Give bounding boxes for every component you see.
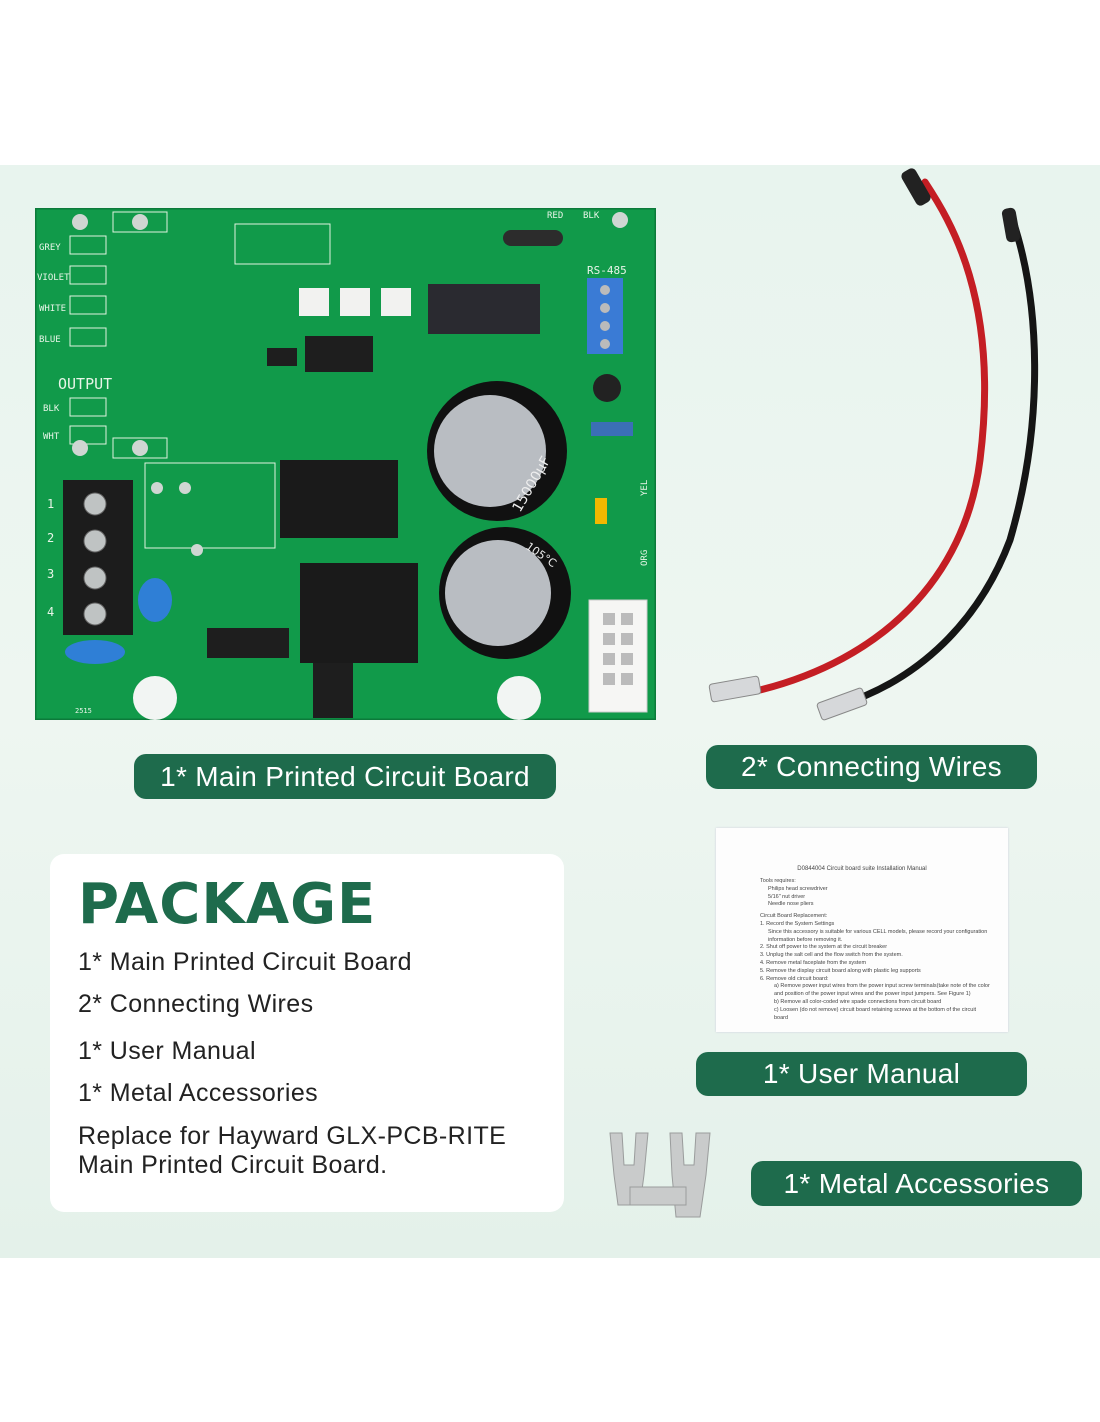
silk-terminal-4: 4 (47, 605, 54, 619)
manual-tools-heading: Tools requires: (760, 878, 796, 884)
metal-accessories-image (609, 1132, 711, 1218)
connecting-wires-image (708, 168, 1039, 721)
label-main-board: 1* Main Printed Circuit Board (134, 754, 556, 799)
silk-wht: WHT (43, 432, 60, 442)
manual-step: 1. Record the System Settings (760, 920, 835, 927)
silk-terminal-3: 3 (47, 567, 54, 581)
manual-replace-heading: Circuit Board Replacement: (760, 913, 828, 920)
relay (280, 460, 398, 538)
silk-blue: BLUE (39, 335, 61, 345)
label-user-manual: 1* User Manual (696, 1052, 1027, 1096)
silk-rs485: RS-485 (587, 264, 627, 277)
relay (428, 284, 540, 334)
silk-terminal-2: 2 (47, 531, 54, 545)
package-item: 1* User Manual (78, 1037, 256, 1065)
package-item: 1* Main Printed Circuit Board (78, 948, 412, 976)
label-connecting-wires: 2* Connecting Wires (706, 745, 1037, 789)
silk-violet: VIOLET (37, 273, 70, 283)
molex-connector (588, 599, 648, 713)
silk-code: 2515 (75, 707, 92, 715)
silk-output: OUTPUT (58, 375, 112, 393)
package-title: PACKAGE (78, 872, 377, 937)
circuit-board-image: GREY VIOLET WHITE BLUE OUTPUT BLK WHT RE… (35, 208, 656, 720)
manual-title: D0844004 Circuit board suite Installatio… (797, 866, 927, 872)
manual-tool: 5/16" nut driver (768, 893, 806, 900)
silk-org: ORG (640, 550, 650, 566)
manual-step: c) Loosen (do not remove) circuit board … (774, 1006, 977, 1021)
package-card: PACKAGE 1* Main Printed Circuit Board 2*… (50, 854, 564, 1212)
silk-red: RED (547, 211, 563, 221)
package-item: 1* Metal Accessories (78, 1079, 319, 1107)
silk-white: WHITE (39, 304, 66, 314)
silk-terminal-1: 1 (47, 497, 54, 511)
manual-step: 2. Shut off power to the system at the c… (760, 944, 888, 951)
relay (300, 563, 418, 663)
silk-yel: YEL (640, 480, 650, 496)
manual-tool: Philips head screwdriver (768, 885, 828, 892)
label-metal-accessories: 1* Metal Accessories (751, 1161, 1082, 1206)
manual-step: Since this accessory is suitable for var… (768, 928, 988, 943)
package-item: 2* Connecting Wires (78, 990, 314, 1018)
silk-grey: GREY (39, 243, 61, 253)
user-manual-image: D0844004 Circuit board suite Installatio… (716, 828, 1008, 1032)
silk-blk: BLK (43, 404, 60, 414)
manual-step: 3. Unplug the salt cell and the flow swi… (760, 952, 903, 959)
manual-step: 4. Remove metal faceplate from the syste… (760, 959, 867, 966)
manual-tool: Needle nose pliers (768, 901, 814, 908)
manual-step: 6. Remove old circuit board: (760, 975, 829, 982)
manual-step: 5. Remove the display circuit board alon… (760, 967, 921, 974)
silk-blk-top: BLK (583, 211, 600, 221)
manual-step: b) Remove all color-coded wire spade con… (774, 998, 942, 1005)
manual-step: a) Remove power input wires from the pow… (774, 983, 990, 998)
package-note: Replace for Hayward GLX-PCB-RITE Main Pr… (78, 1122, 507, 1179)
